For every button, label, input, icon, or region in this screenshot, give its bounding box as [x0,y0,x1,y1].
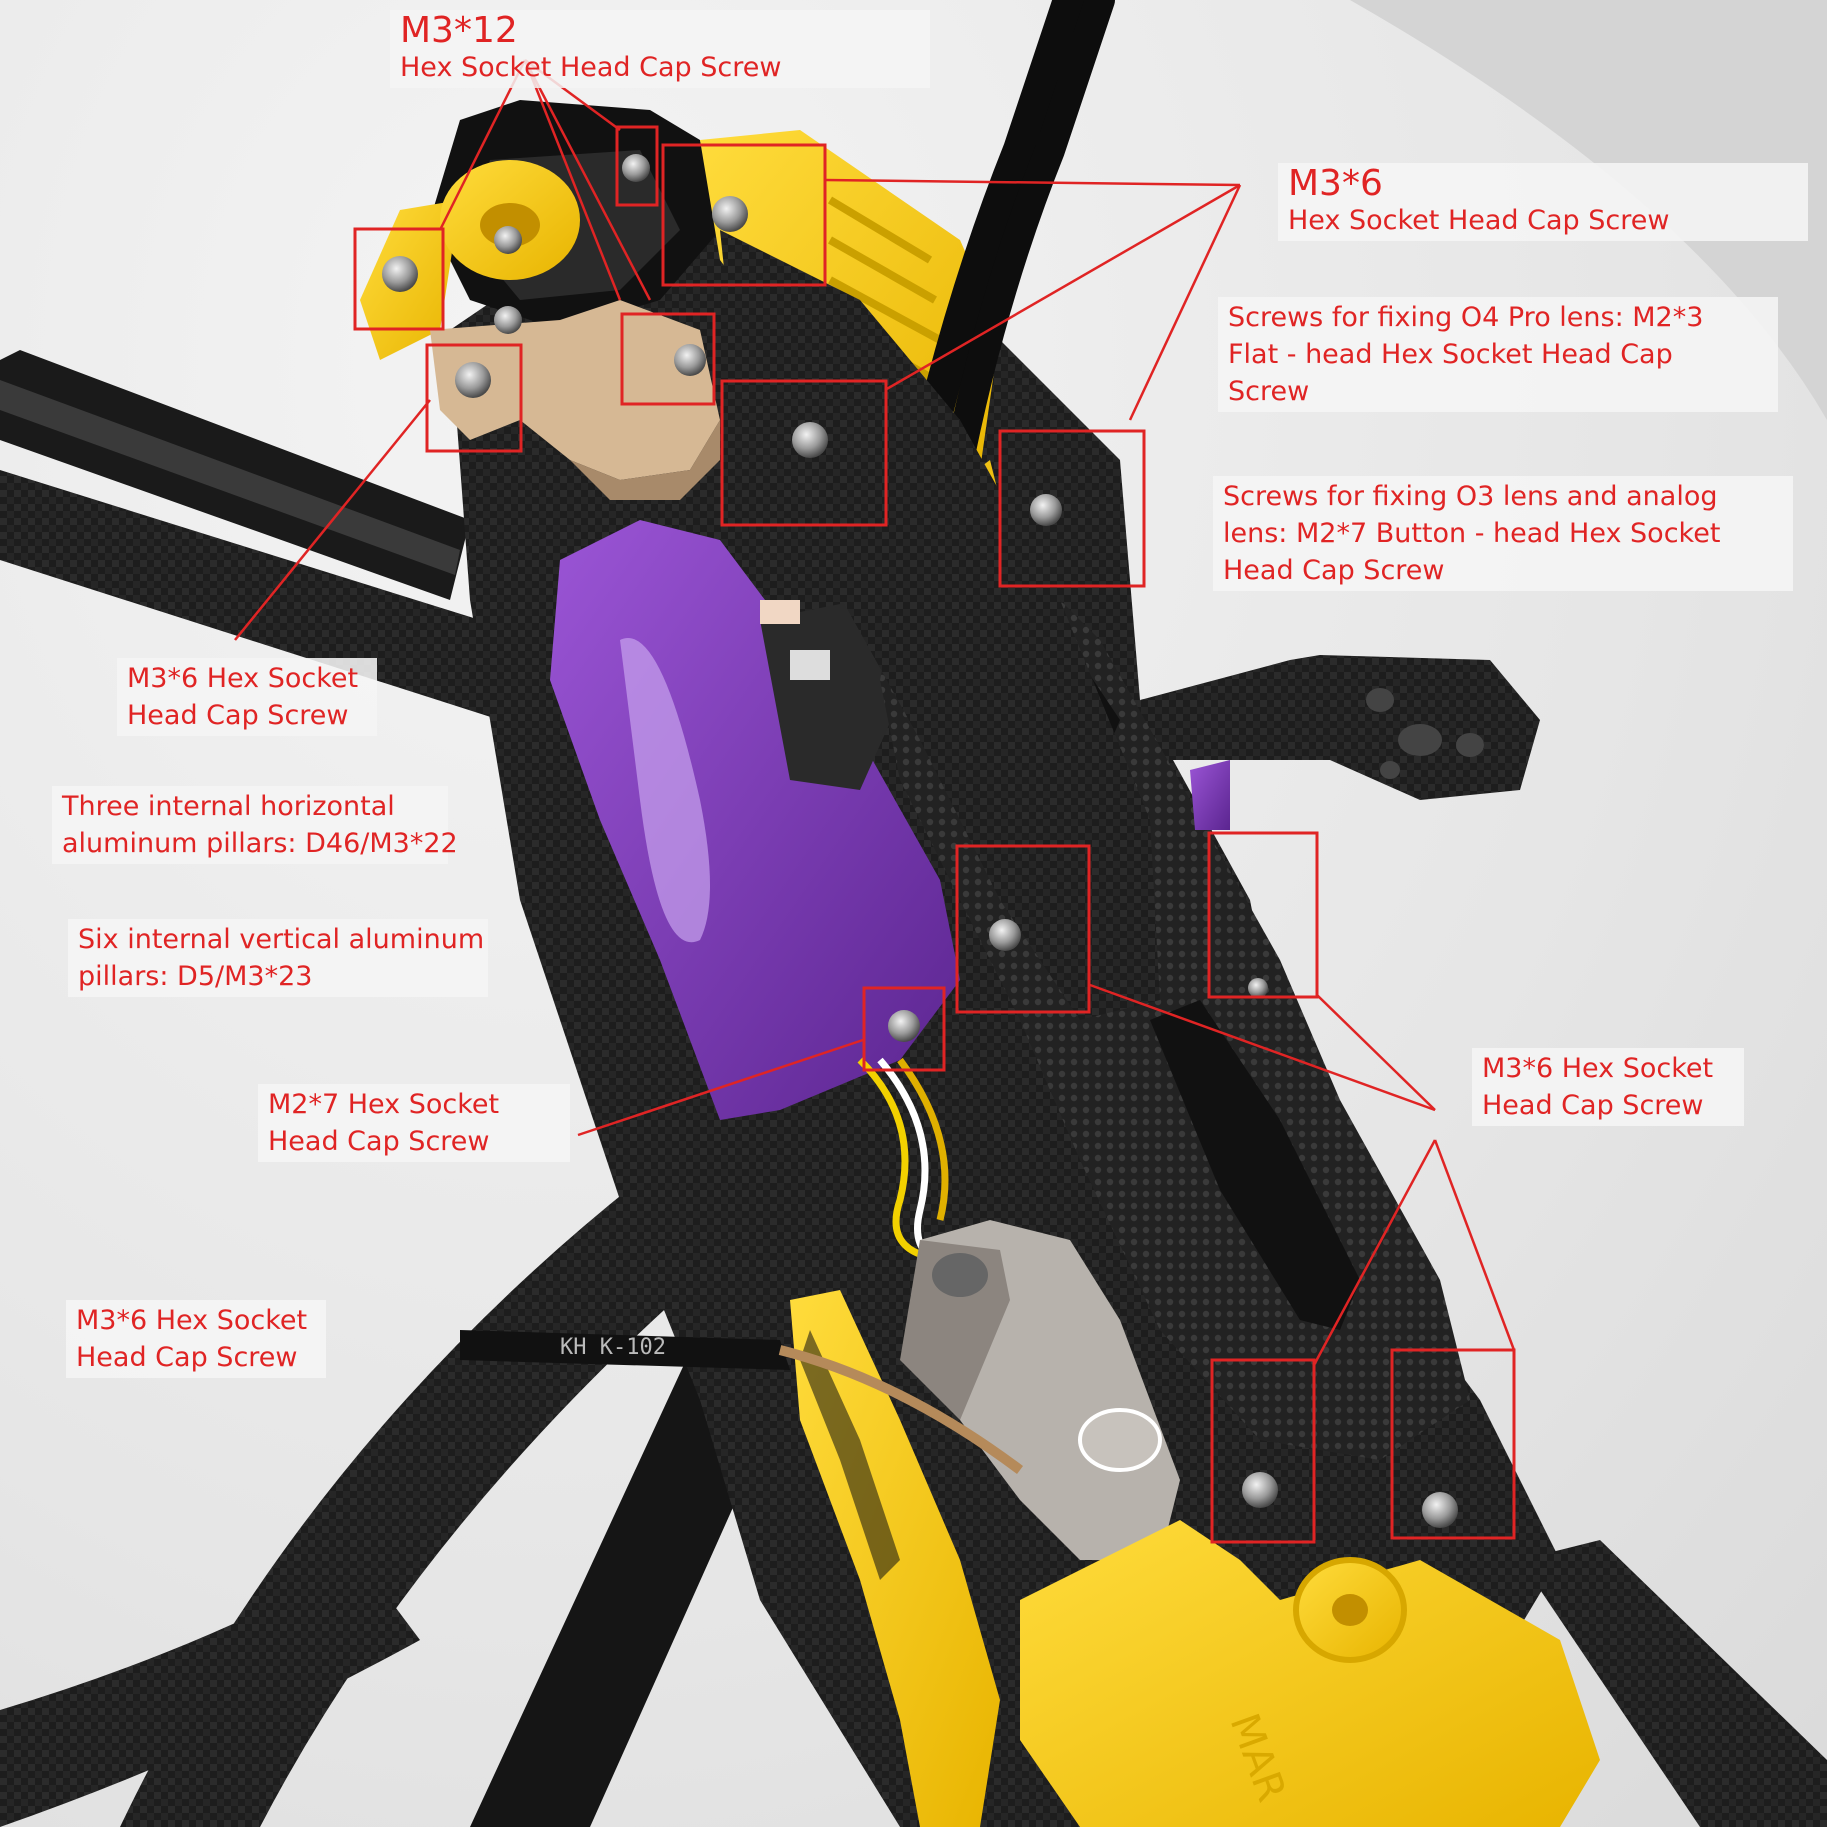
callout-m3x6-top: M3*6 Hex Socket Head Cap Screw [1278,163,1808,241]
top-plate-strip [720,230,1160,1020]
screw-icon [1248,978,1268,998]
callout-line: aluminum pillars: D46/M3*22 [62,828,458,859]
screw-icon [989,919,1021,951]
callout-line: M2*7 Hex Socket [268,1089,500,1120]
callout-line: lens: M2*7 Button - head Hex Socket [1223,518,1721,549]
callout-m2x7: M2*7 Hex Socket Head Cap Screw [258,1084,570,1162]
box-bottom-a [1210,1358,1316,1544]
callout-line: Six internal vertical aluminum [78,924,485,955]
callout-line: Three internal horizontal [62,791,395,822]
antenna: KH K-102 [460,1330,1023,1475]
left-tube-arm [0,350,500,720]
callout-m3x6-right: M3*6 Hex Socket Head Cap Screw [1472,1048,1744,1126]
flight-controller [760,600,900,790]
arm-left-lower [470,1330,790,1827]
callout-m3x6-top-rest: Hex Socket Head Cap Screw [1288,205,1670,236]
box-right-mid-a [955,844,1091,1014]
arm-bottom-right [1520,1540,1827,1827]
box-m2x7 [862,986,946,1072]
screw-icon [494,226,522,254]
screw-icon [1030,494,1062,526]
box-m3x12-right [620,312,716,406]
callout-o4-lens: Screws for fixing O4 Pro lens: M2*3 Flat… [1218,297,1778,412]
antenna-print: KH K-102 [560,1335,666,1360]
callout-m3x12: M3*12 Hex Socket Head Cap Screw [390,10,930,88]
callout-m3x6-top-size: M3*6 [1288,163,1383,204]
box-m3x12-left [353,227,445,331]
callout-line: Head Cap Screw [127,700,349,731]
callout-m3x6-bottom-left: M3*6 Hex Socket Head Cap Screw [66,1300,326,1378]
callout-line: Head Cap Screw [1482,1090,1704,1121]
background-shape [1350,0,1827,420]
plate-slot-lower [1150,1000,1360,1330]
callout-line: M3*6 Hex Socket [76,1305,308,1336]
screw-icon [674,344,706,376]
screw-icon [494,306,522,334]
right-arm [1140,655,1540,800]
right-arm-holes [1366,688,1484,779]
screw-icon [792,422,828,458]
callout-horizontal-pillars: Three internal horizontal aluminum pilla… [52,786,458,864]
screw-icon [1242,1472,1278,1508]
callout-line: pillars: D5/M3*23 [78,961,313,992]
screw-icon [1422,1492,1458,1528]
callout-line: M3*6 Hex Socket [1482,1053,1714,1084]
screw-icon [455,362,491,398]
screws [382,154,1458,1528]
callout-m3x6-left: M3*6 Hex Socket Head Cap Screw [117,658,377,736]
box-m3x6-top-a [661,143,827,287]
box-m3x6-left [425,343,523,453]
screw-icon [888,1010,920,1042]
callout-line: Head Cap Screw [268,1126,490,1157]
screw-icon [712,196,748,232]
leader-lines [234,58,1516,1366]
callout-vertical-pillars: Six internal vertical aluminum pillars: … [68,919,488,997]
callout-line: Head Cap Screw [1223,555,1445,586]
callout-o3-lens: Screws for fixing O3 lens and analog len… [1213,476,1793,591]
screw-icon [382,256,418,292]
yellow-rear-mount [1020,1520,1600,1827]
callout-m3x12-rest: Hex Socket Head Cap Screw [400,52,782,83]
box-o3-lens [998,429,1146,588]
callout-line: M3*6 Hex Socket [127,663,359,694]
box-bottom-b [1390,1348,1516,1540]
callout-line: Screws for fixing O3 lens and analog [1223,481,1718,512]
callout-line: Head Cap Screw [76,1342,298,1373]
screw-icon [622,154,650,182]
callout-line: Flat - head Hex Socket Head Cap [1228,339,1673,370]
annotation-boxes [353,125,1516,1544]
box-right-mid-b [1207,831,1319,999]
arm-left-lower-2 [0,1560,420,1827]
callout-line: Screws for fixing O4 Pro lens: M2*3 [1228,302,1704,333]
callout-line: Screw [1228,376,1310,407]
callout-m3x12-size: M3*12 [400,10,518,51]
box-m3x12-mid [615,125,659,207]
box-m3x6-top-b [720,379,888,527]
